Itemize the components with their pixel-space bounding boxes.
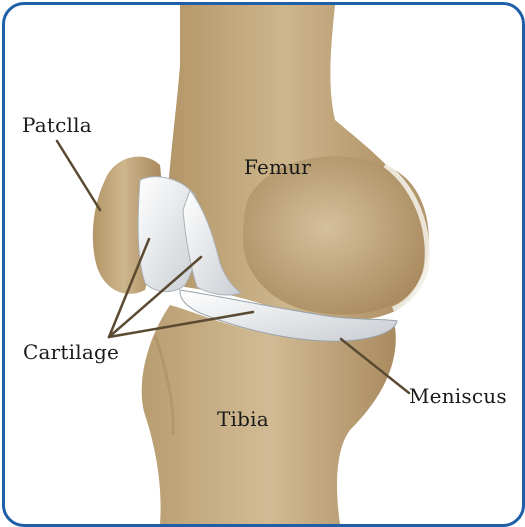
- patella-label: Patclla: [22, 113, 92, 137]
- patella-leader: [57, 141, 100, 210]
- meniscus-label: Meniscus: [409, 384, 507, 408]
- femur-label: Femur: [244, 155, 311, 179]
- cartilage-label: Cartilage: [23, 340, 119, 364]
- tibia-label: Tibia: [217, 407, 269, 431]
- knee-illustration: [5, 5, 522, 524]
